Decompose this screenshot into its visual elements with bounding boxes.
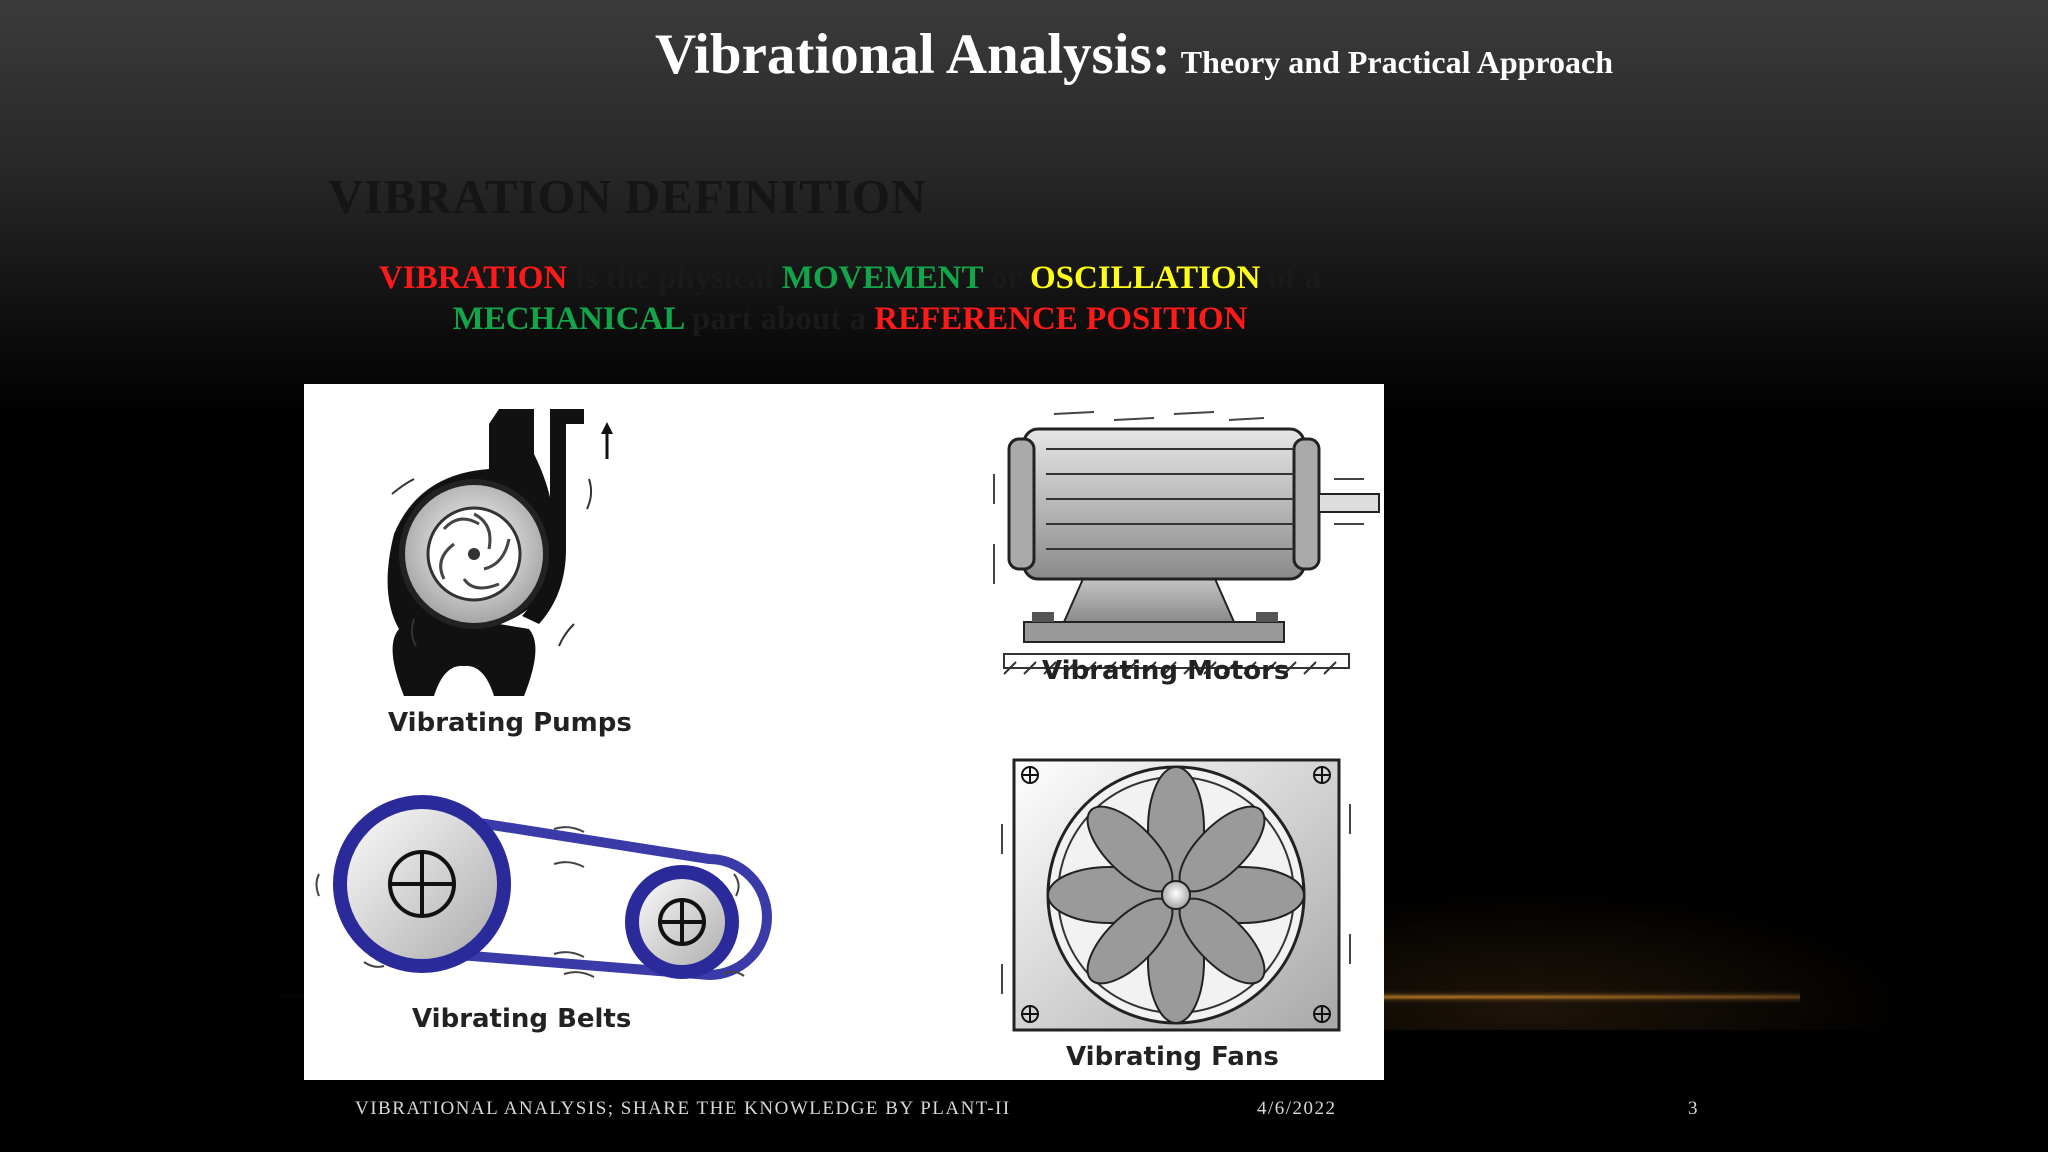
footer-text: VIBRATIONAL ANALYSIS; SHARE THE KNOWLEDG… — [355, 1098, 1011, 1119]
footer-date: 4/6/2022 — [1257, 1098, 1337, 1119]
definition-text-3: of a — [1260, 260, 1321, 296]
definition-text: VIBRATION is the physical MOVEMENT or OS… — [300, 258, 1400, 340]
title-subtitle: Theory and Practical Approach — [1180, 44, 1614, 80]
keyword-reference-position: REFERENCE POSITION — [874, 301, 1248, 337]
caption-fans: Vibrating Fans — [1066, 1042, 1279, 1072]
page-number: 3 — [1688, 1098, 1699, 1119]
motor-illustration — [993, 411, 1380, 675]
caption-belts: Vibrating Belts — [412, 1004, 632, 1034]
belt-illustration — [315, 795, 772, 981]
keyword-movement: MOVEMENT — [781, 260, 983, 296]
caption-motors: Vibrating Motors — [1042, 656, 1290, 686]
keyword-mechanical: MECHANICAL — [452, 301, 684, 337]
definition-text-1: is the physical — [567, 260, 782, 296]
vibration-examples-figure: Vibrating Pumps Vibrating Motors Vibrati… — [304, 384, 1384, 1080]
equipment-illustrations — [315, 409, 1380, 1032]
fan-illustration — [1001, 758, 1351, 1032]
definition-text-4: part about a — [683, 301, 875, 337]
section-heading: VIBRATION DEFINITION — [328, 169, 927, 224]
definition-text-2: or — [982, 260, 1030, 296]
slide-title: Vibrational Analysis: Theory and Practic… — [655, 22, 1855, 87]
title-main: Vibrational Analysis: — [655, 23, 1171, 86]
keyword-oscillation: OSCILLATION — [1029, 260, 1261, 296]
caption-pumps: Vibrating Pumps — [388, 708, 632, 738]
pump-illustration — [387, 409, 613, 696]
keyword-vibration: VIBRATION — [379, 260, 568, 296]
